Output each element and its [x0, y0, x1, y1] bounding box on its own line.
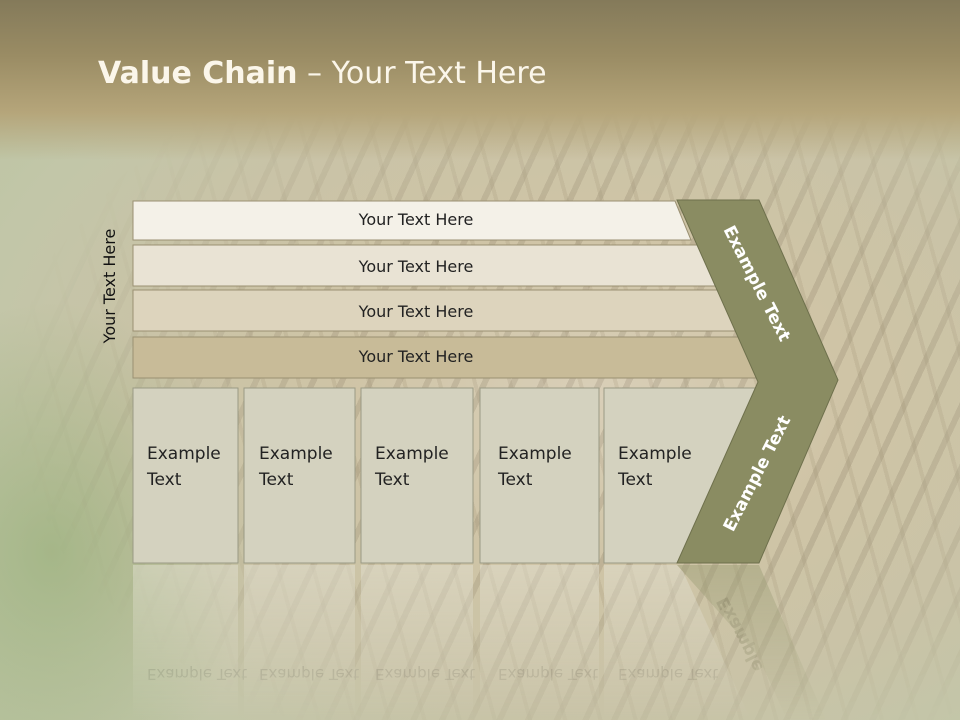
box-2	[243, 387, 356, 564]
box-3	[360, 387, 474, 564]
chevron-arrow	[676, 199, 839, 564]
box-1-line2: Text	[146, 470, 182, 490]
box-3-line2: Text	[374, 470, 410, 490]
title-rest: – Your Text Here	[297, 56, 547, 91]
box-1-line1: Example	[147, 444, 221, 464]
box-5-line1: Example	[618, 444, 692, 464]
title-band	[0, 0, 960, 160]
bar-1	[132, 200, 692, 241]
bar-3-label: Your Text Here	[358, 302, 474, 321]
reflection-box-1-label: Example Text	[147, 665, 247, 683]
box-4-line2: Text	[497, 470, 533, 490]
box-4	[479, 387, 600, 564]
bar-1-label: Your Text Here	[358, 210, 474, 229]
box-1	[132, 387, 239, 564]
title-bold: Value Chain	[98, 56, 298, 91]
reflection-box-3-label: Example Text	[375, 665, 475, 683]
box-3-line1: Example	[375, 444, 449, 464]
box-4-line1: Example	[498, 444, 572, 464]
reflection-box-5-label: Example Text	[618, 665, 718, 683]
reflection-box-2-label: Example Text	[259, 665, 359, 683]
slide-title: Value Chain – Your Text Here	[98, 56, 547, 91]
box-5-line2: Text	[617, 470, 653, 490]
box-2-line2: Text	[258, 470, 294, 490]
reflection: Example Text Example Text Example Text E…	[133, 565, 826, 720]
bar-4-label: Your Text Here	[358, 347, 474, 366]
reflection-box-4-label: Example Text	[498, 665, 598, 683]
bar-2-label: Your Text Here	[358, 257, 474, 276]
box-2-line1: Example	[259, 444, 333, 464]
